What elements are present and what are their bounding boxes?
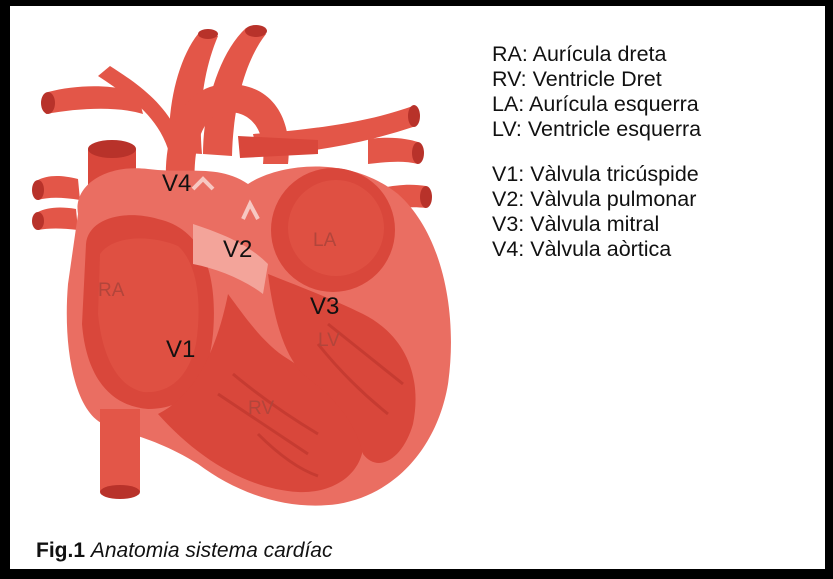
legend-item-rv: RV: Ventricle Dret: [492, 67, 701, 92]
caption-number: Fig.1: [36, 539, 85, 562]
label-v1: V1: [166, 336, 195, 363]
heart-svg: RA RV LA LV V1 V2 V3 V4: [18, 14, 478, 519]
label-v4: V4: [162, 170, 191, 197]
label-ra: RA: [98, 280, 125, 301]
legend-item-v2: V2: Vàlvula pulmonar: [492, 187, 701, 212]
label-v2: V2: [223, 236, 252, 263]
legend-item-la: LA: Aurícula esquerra: [492, 92, 701, 117]
label-v3: V3: [310, 293, 339, 320]
legend-item-v3: V3: Vàlvula mitral: [492, 212, 701, 237]
legend-item-ra: RA: Aurícula dreta: [492, 42, 701, 67]
legend-item-v1: V1: Vàlvula tricúspide: [492, 162, 701, 187]
heart-anatomy-illustration: RA RV LA LV V1 V2 V3 V4: [18, 14, 478, 519]
legend-item-v4: V4: Vàlvula aòrtica: [492, 237, 701, 262]
legend-spacer: [492, 142, 701, 162]
label-lv: LV: [318, 330, 340, 351]
caption-text: Anatomia sistema cardíac: [91, 539, 333, 562]
legend: RA: Aurícula dreta RV: Ventricle Dret LA…: [492, 42, 701, 262]
legend-item-lv: LV: Ventricle esquerra: [492, 117, 701, 142]
label-rv: RV: [248, 398, 274, 419]
figure-caption: Fig.1 Anatomia sistema cardíac: [36, 539, 332, 563]
label-la: LA: [313, 230, 337, 251]
